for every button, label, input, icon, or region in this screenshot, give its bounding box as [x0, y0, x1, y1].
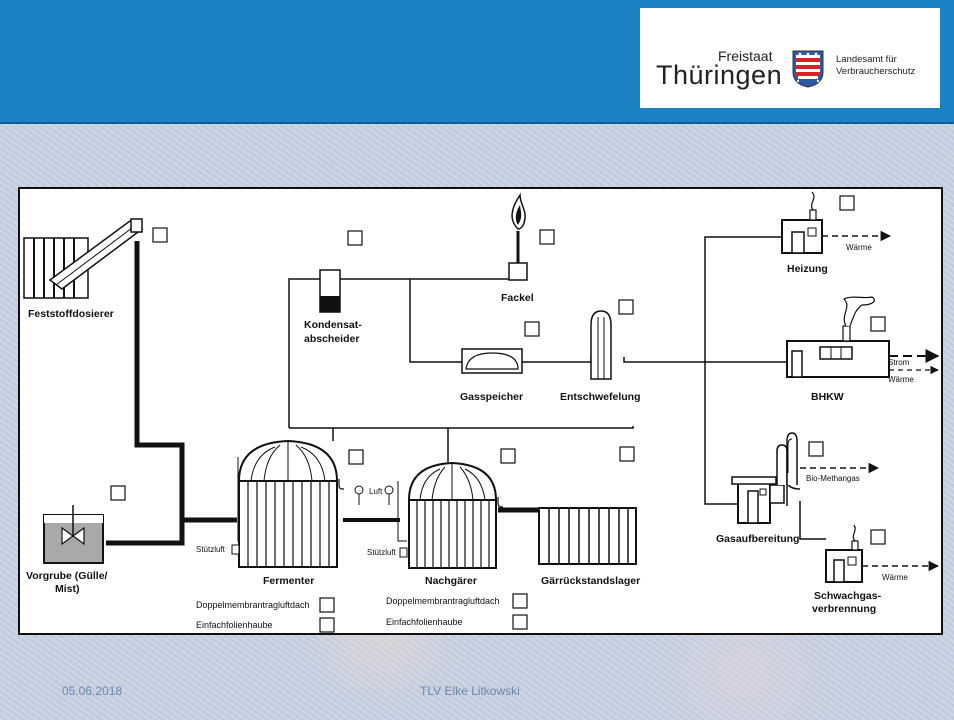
feststoffdosierer-label: Feststoffdosierer: [28, 308, 114, 320]
nachgaerer-stuetzluft-label: Stützluft: [367, 548, 397, 557]
bhkw-label: BHKW: [811, 391, 844, 403]
thuringia-coat-of-arms-icon: [792, 50, 824, 88]
fermenter-stuetzluft-label: Stützluft: [196, 545, 226, 554]
gasaufbereitung-plant: [731, 432, 798, 524]
checkbox-fermenter[interactable]: [348, 449, 364, 465]
checkbox-fackel[interactable]: [539, 229, 555, 245]
feststoffdosierer-hopper: [23, 218, 144, 299]
gaerrest-lager: [538, 507, 637, 565]
footer-date: 05.06.2018: [62, 684, 123, 698]
vorgrube-tank: [43, 505, 104, 564]
kondensat-label-line2: abscheider: [304, 333, 359, 345]
luft-label: Luft: [369, 487, 383, 496]
vorgrube-label-line2: Mist): [55, 583, 80, 595]
logo-thuringen-text: Thüringen: [656, 60, 783, 90]
checkbox-fermenter-einfachfolie[interactable]: [319, 617, 335, 633]
vorgrube-label-line1: Vorgrube (Gülle/: [26, 570, 108, 582]
checkbox-gasaufbereitung[interactable]: [808, 441, 824, 457]
gasspeicher-tank: [461, 348, 523, 374]
checkbox-schwachgas[interactable]: [870, 529, 886, 545]
checkbox-fermenter-doppelmembran[interactable]: [319, 597, 335, 613]
checkbox-nachgaerer-doppelmembran[interactable]: [512, 593, 528, 609]
heizung-building: [781, 191, 823, 254]
bio-methangas-label: Bio-Methangas: [806, 474, 860, 483]
bhkw-waerme-label: Wärme: [888, 375, 914, 384]
checkbox-nachgaerer[interactable]: [500, 448, 516, 464]
diagram-canvas: Feststoffdosierer Vorgrube (Gülle/ Mist)…: [23, 191, 940, 633]
agency-name-line1: Landesamt für: [836, 54, 897, 65]
heizung-label: Heizung: [787, 263, 828, 275]
entschwefelung-column: [590, 310, 612, 380]
checkbox-feststoffdosierer[interactable]: [152, 227, 168, 243]
logo-box: Freistaat Thüringen: [640, 8, 940, 108]
kondensatabscheider: [319, 269, 341, 313]
schwachgas-waerme-label: Wärme: [882, 573, 908, 582]
fermenter-tank: [231, 439, 344, 568]
fackel-flare: [508, 192, 528, 281]
kondensat-label-line1: Kondensat-: [304, 319, 362, 331]
gasspeicher-label: Gasspeicher: [460, 391, 523, 403]
biogas-plant-diagram: Feststoffdosierer Vorgrube (Gülle/ Mist)…: [18, 187, 943, 635]
entschwefelung-label: Entschwefelung: [560, 391, 641, 403]
bhkw-strom-label: Strom: [888, 358, 910, 367]
nachgaerer-option-einfachfolie: Einfachfolienhaube: [386, 617, 463, 627]
checkbox-vorgrube[interactable]: [110, 485, 126, 501]
schwachgas-label-line2: verbrennung: [812, 603, 876, 615]
agency-name-line2: Verbraucherschutz: [836, 66, 916, 77]
nachgaerer-option-doppelmembran: Doppelmembrantragluftdach: [386, 596, 500, 606]
bhkw-building: [786, 296, 890, 378]
footer-author: TLV Elke Litkowski: [420, 684, 520, 698]
checkbox-nachgaerer-einfachfolie[interactable]: [512, 614, 528, 630]
checkbox-gasspeicher[interactable]: [524, 321, 540, 337]
nachgaerer-label: Nachgärer: [425, 575, 477, 587]
luft-valve-icon: [354, 485, 394, 505]
checkbox-gaerrest[interactable]: [619, 446, 635, 462]
gaerrest-label: Gärrückstandslager: [541, 575, 640, 587]
logo-freistaat-text: Freistaat: [718, 48, 773, 64]
header-band: Freistaat Thüringen: [0, 0, 954, 124]
substrate-pipes: [106, 241, 538, 546]
gasaufbereitung-label: Gasaufbereitung: [716, 533, 799, 545]
schwachgas-building: [825, 524, 863, 583]
fermenter-option-einfachfolie: Einfachfolienhaube: [196, 620, 273, 630]
schwachgas-label-line1: Schwachgas-: [814, 590, 882, 602]
fermenter-label: Fermenter: [263, 575, 314, 587]
checkbox-entschwefelung[interactable]: [618, 299, 634, 315]
checkbox-bhkw[interactable]: [870, 316, 886, 332]
checkbox-heizung[interactable]: [839, 195, 855, 211]
checkbox-kondensatabscheider[interactable]: [347, 230, 363, 246]
fermenter-option-doppelmembran: Doppelmembrantragluftdach: [196, 600, 310, 610]
nachgaerer-tank: [399, 461, 503, 569]
heizung-waerme-label: Wärme: [846, 243, 872, 252]
fackel-label: Fackel: [501, 292, 534, 304]
